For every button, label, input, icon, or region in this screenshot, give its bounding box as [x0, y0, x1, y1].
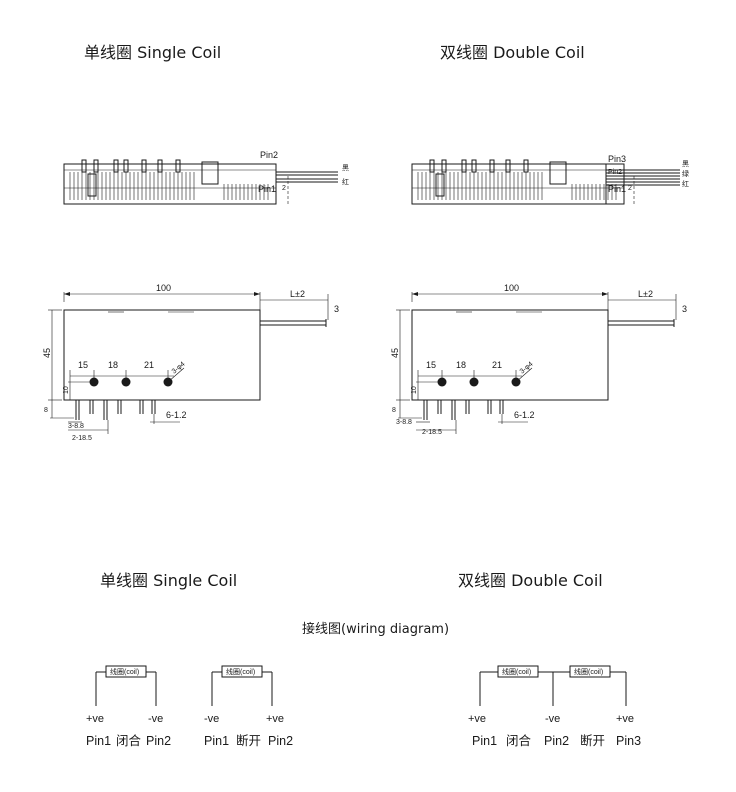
- single-close-state: 闭合: [116, 733, 142, 748]
- front-double-hole-offset: 10: [411, 386, 418, 394]
- front-single-length: 100: [156, 283, 171, 293]
- front-single-sp21: 21: [144, 360, 154, 370]
- single-open-pos: +ve: [266, 713, 284, 725]
- side-view-double: Pin3 Pin2 Pin1 2 黑 绿 红: [411, 154, 689, 205]
- front-double-sp18: 18: [456, 360, 466, 370]
- front-view-double: 100 L±2 3 45 15 18 21 3-φ4 10 8 6-1.2 3-…: [390, 283, 687, 436]
- side-double-wire-black: 黑: [682, 160, 689, 168]
- front-double-sp15: 15: [426, 360, 436, 370]
- single-open-pin1: Pin1: [204, 734, 229, 748]
- wiring-diagram-title: 接线图(wiring diagram): [302, 621, 449, 637]
- wiring-single-close: 线圈(coil) +ve -ve Pin1 闭合 Pin2: [86, 665, 171, 748]
- front-single-pin-pitch: 6-1.2: [166, 410, 187, 420]
- front-single-hole-offset: 10: [63, 386, 70, 394]
- single-close-pin1: Pin1: [86, 734, 111, 748]
- double-pos-right: +ve: [616, 713, 634, 725]
- front-single-hole: 3-φ4: [171, 361, 187, 376]
- front-double-pin-len: 8: [392, 407, 396, 414]
- side-single-wire-black: 黑: [342, 164, 349, 172]
- coil-label-single-open: 线圈(coil): [226, 667, 255, 676]
- front-single-pin-len: 8: [44, 407, 48, 414]
- front-single-sp15: 15: [78, 360, 88, 370]
- front-double-height: 45: [390, 348, 400, 358]
- front-double-pin-span: 2-18.5: [422, 429, 442, 436]
- front-double-lead-end: 3: [682, 304, 687, 314]
- coil-label-single-close: 线圈(coil): [110, 667, 139, 676]
- side-single-pin2: Pin2: [260, 150, 278, 160]
- front-double-pin-pitch: 6-1.2: [514, 410, 535, 420]
- coil-label-double-2: 线圈(coil): [574, 667, 603, 676]
- front-view-single: 100 L±2 3 45 15 18 21 3-φ4 10 8 6-1.2 3-…: [42, 283, 339, 442]
- side-double-height: 2: [628, 185, 632, 192]
- front-single-height: 45: [42, 348, 52, 358]
- side-double-wire-red: 红: [682, 179, 689, 188]
- side-view-single: Pin2 Pin1 2 黑 红: [63, 150, 349, 205]
- single-close-neg: -ve: [148, 713, 163, 725]
- front-double-length: 100: [504, 283, 519, 293]
- side-double-pin3: Pin3: [608, 154, 626, 164]
- single-open-neg: -ve: [204, 713, 219, 725]
- single-coil-title-top: 单线圈 Single Coil: [84, 43, 221, 62]
- single-close-pin2: Pin2: [146, 734, 171, 748]
- coil-label-double-1: 线圈(coil): [502, 667, 531, 676]
- double-close-state: 闭合: [506, 733, 532, 748]
- double-pos-left: +ve: [468, 713, 486, 725]
- side-double-pin2: Pin2: [608, 169, 622, 176]
- side-single-height: 2: [282, 185, 286, 192]
- front-double-hole: 3-φ4: [519, 361, 535, 376]
- front-double-pin-w: 3-8.8: [396, 419, 412, 426]
- front-single-pin-span: 2-18.5: [72, 435, 92, 442]
- front-single-lead-end: 3: [334, 304, 339, 314]
- side-double-wire-green: 绿: [682, 169, 689, 178]
- side-single-wire-red: 红: [342, 177, 349, 186]
- double-pin3: Pin3: [616, 734, 641, 748]
- double-neg: -ve: [545, 713, 560, 725]
- double-open-state: 断开: [580, 733, 605, 748]
- front-single-lead: L±2: [290, 289, 305, 299]
- wiring-single-open: 线圈(coil) -ve +ve Pin1 断开 Pin2: [204, 665, 293, 748]
- front-single-pin-w: 3-8.8: [68, 423, 84, 430]
- single-open-pin2: Pin2: [268, 734, 293, 748]
- front-single-sp18: 18: [108, 360, 118, 370]
- double-coil-title-bottom: 双线圈 Double Coil: [458, 571, 603, 590]
- front-double-lead: L±2: [638, 289, 653, 299]
- single-coil-title-bottom: 单线圈 Single Coil: [100, 571, 237, 590]
- double-pin1: Pin1: [472, 734, 497, 748]
- wiring-double: 线圈(coil) 线圈(coil) +ve -ve +ve Pin1 闭合 Pi…: [468, 665, 641, 748]
- single-open-state: 断开: [236, 733, 261, 748]
- double-coil-title-top: 双线圈 Double Coil: [440, 43, 585, 62]
- single-close-pos: +ve: [86, 713, 104, 725]
- side-double-pin1: Pin1: [608, 184, 626, 194]
- double-pin2: Pin2: [544, 734, 569, 748]
- side-single-pin1: Pin1: [258, 184, 276, 194]
- front-double-sp21: 21: [492, 360, 502, 370]
